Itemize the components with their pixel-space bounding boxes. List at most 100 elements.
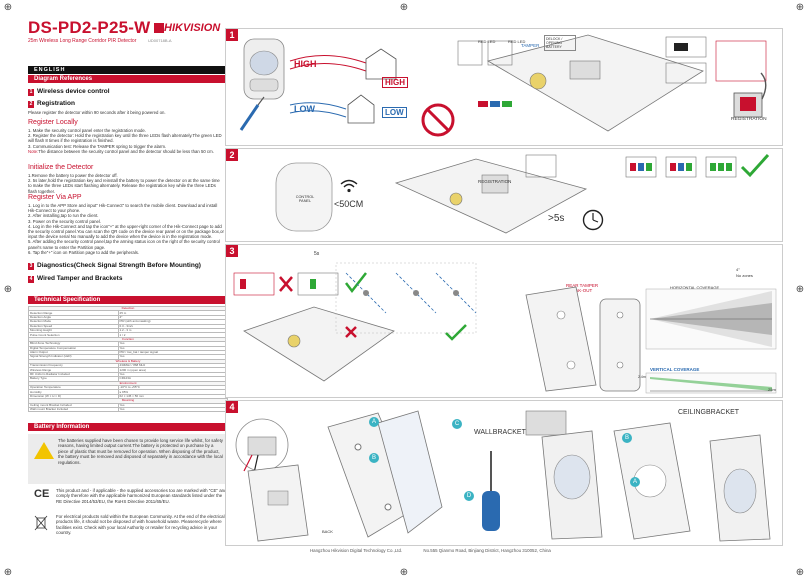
battery-info-box: The batteries supplied have been chosen … bbox=[28, 434, 228, 484]
horizontal-coverage-label: HORIZONTAL COVERAGE bbox=[670, 285, 720, 290]
panel-3-diagnostics: 3 5s REAR TAMPER BREAK-OUT HORIZONTAL CO… bbox=[225, 244, 783, 398]
wifi-icon bbox=[340, 179, 358, 193]
weee-bin-icon bbox=[34, 515, 48, 531]
step-b-badge: B bbox=[369, 453, 379, 463]
crop-mark-top-left: ⊕ bbox=[3, 2, 13, 13]
brand-logo: HIKVISION bbox=[164, 22, 221, 34]
step-a-ceiling-badge: A bbox=[630, 477, 640, 487]
initialize-heading: Initialize the Detector bbox=[28, 164, 94, 171]
control-panel-illustration bbox=[275, 162, 333, 232]
warning-icon bbox=[34, 442, 54, 459]
panel-number: 1 bbox=[226, 29, 238, 41]
ceilingbracket-label: CEILINGBRACKET bbox=[678, 409, 740, 416]
tamper-label: TAMPER bbox=[521, 43, 540, 48]
distance-label: 25m bbox=[768, 387, 776, 392]
panel-2-registration: 2 CONTROL PANEL <50CM REGISTRATION >5s bbox=[225, 148, 783, 242]
panel-1-wireless-control: 1 HIGH LOW HIGH LOW RED LED RED LED TAMP… bbox=[225, 28, 783, 146]
ce-text: This product and - if applicable - the s… bbox=[56, 488, 227, 504]
led-label-2: RED LED bbox=[508, 39, 526, 44]
clock-icon bbox=[582, 209, 604, 231]
control-panel-label: CONTROL PANEL bbox=[295, 195, 315, 203]
led-label-1: RED LED bbox=[478, 39, 496, 44]
height-label: 2.4m bbox=[638, 375, 646, 379]
left-column: DS-PD2-P25-W HIKVISION 25m Wireless Long… bbox=[28, 18, 229, 558]
panel-4-tamper-brackets: 4 BACK A B C D WALLBRACKET CEILINGBRACKE… bbox=[225, 400, 783, 546]
hikvision-logo-icon bbox=[154, 23, 164, 33]
high-label: HIGH bbox=[294, 59, 317, 69]
crop-mark-top-right: ⊕ bbox=[795, 2, 805, 13]
initialize-steps: 1.Remove the battery to power the detect… bbox=[28, 173, 220, 194]
detector-illustration bbox=[239, 38, 285, 131]
crop-mark-bottom-center: ⊕ bbox=[399, 567, 409, 578]
zone-angle-label: 4° bbox=[736, 267, 740, 272]
footer-company: Hangzhou Hikvision Digital Technology Co… bbox=[310, 548, 403, 553]
diagram-references-bar: Diagram References bbox=[28, 75, 228, 83]
rear-tamper-illustration bbox=[525, 286, 597, 392]
zones-label: No zones bbox=[736, 273, 753, 278]
vertical-coverage-chart bbox=[645, 372, 777, 394]
detector-registration-illustration bbox=[394, 154, 588, 234]
horizontal-coverage-chart bbox=[645, 288, 777, 350]
detector-open-illustration bbox=[457, 34, 704, 132]
battery-information-bar: Battery Information bbox=[28, 423, 228, 431]
footer-address: No.555 Qianmo Road, Binjiang District, H… bbox=[423, 548, 551, 553]
step-a-badge: A bbox=[369, 417, 379, 427]
time-label: 5s bbox=[314, 251, 320, 257]
hold-time-label: >5s bbox=[548, 213, 565, 224]
registration-button-illustration bbox=[665, 36, 767, 118]
walk-test-illustration bbox=[335, 262, 477, 341]
register-locally-heading: Register Locally bbox=[28, 119, 78, 126]
crop-mark-bottom-right: ⊕ bbox=[795, 567, 805, 578]
vertical-coverage-label: VERTICAL COVERAGE bbox=[650, 367, 700, 372]
diagnostics-detector-illustration bbox=[233, 272, 395, 382]
model-title: DS-PD2-P25-W bbox=[28, 18, 151, 37]
crop-mark-right-center: ⊕ bbox=[795, 284, 805, 295]
registration-label: REGISTRATION bbox=[731, 117, 767, 122]
low-button: LOW bbox=[382, 107, 407, 118]
crop-mark-top-center: ⊕ bbox=[399, 2, 409, 13]
ceilingbracket-illustration bbox=[613, 422, 771, 542]
low-label: LOW bbox=[294, 104, 315, 114]
battery-text: The batteries supplied have been chosen … bbox=[58, 438, 223, 465]
wallbracket-label: WALLBRACKET bbox=[474, 429, 526, 436]
back-cover-illustration bbox=[327, 410, 443, 538]
distance-label: <50CM bbox=[334, 199, 364, 209]
register-app-heading: Register Via APP bbox=[28, 194, 82, 201]
high-button: HIGH bbox=[382, 77, 408, 88]
wallbracket-detector-illustration bbox=[525, 410, 603, 540]
crop-mark-bottom-left: ⊕ bbox=[3, 567, 13, 578]
step-c-badge: C bbox=[452, 419, 462, 429]
step-b-ceiling-badge: B bbox=[622, 433, 632, 443]
weee-text: For electrical products sold within the … bbox=[56, 514, 225, 536]
back-plate-illustration bbox=[599, 298, 641, 392]
led-sequence-illustration bbox=[625, 153, 770, 178]
ce-mark: CE bbox=[34, 488, 50, 500]
registration-label: REGISTRATION bbox=[478, 179, 512, 184]
register-locally-steps: 1. Make the security control panel enter… bbox=[28, 128, 222, 154]
language-bar: ENGLISH bbox=[28, 66, 228, 74]
panel-number: 4 bbox=[226, 401, 238, 413]
product-subtitle: 25m Wireless Long Range Corridor PIR Det… bbox=[28, 38, 137, 44]
range-illustration bbox=[289, 48, 397, 124]
register-app-steps: 1. Log in to the APP Store and input" Hi… bbox=[28, 203, 224, 255]
crop-mark-left-center: ⊕ bbox=[3, 284, 13, 295]
technical-specification-bar: Technical Specification bbox=[28, 296, 228, 304]
registration-intro: Please register the detector within 90 s… bbox=[28, 110, 166, 115]
no-magnet-icon bbox=[421, 103, 455, 137]
back-label: BACK bbox=[322, 529, 333, 534]
panel-number: 3 bbox=[226, 245, 238, 257]
circuit-board-illustration bbox=[247, 464, 309, 542]
rear-tamper-label: REAR TAMPER BREAK-OUT bbox=[566, 283, 599, 293]
step-d-badge: D bbox=[464, 491, 474, 501]
screwdriver-illustration bbox=[482, 451, 500, 531]
footer: Hangzhou Hikvision Digital Technology Co… bbox=[310, 548, 571, 553]
battery-label: DELOCK / OPENING BATTERY bbox=[544, 35, 576, 51]
panel-number: 2 bbox=[226, 149, 238, 161]
document-code: UD00718B-A bbox=[148, 38, 172, 43]
